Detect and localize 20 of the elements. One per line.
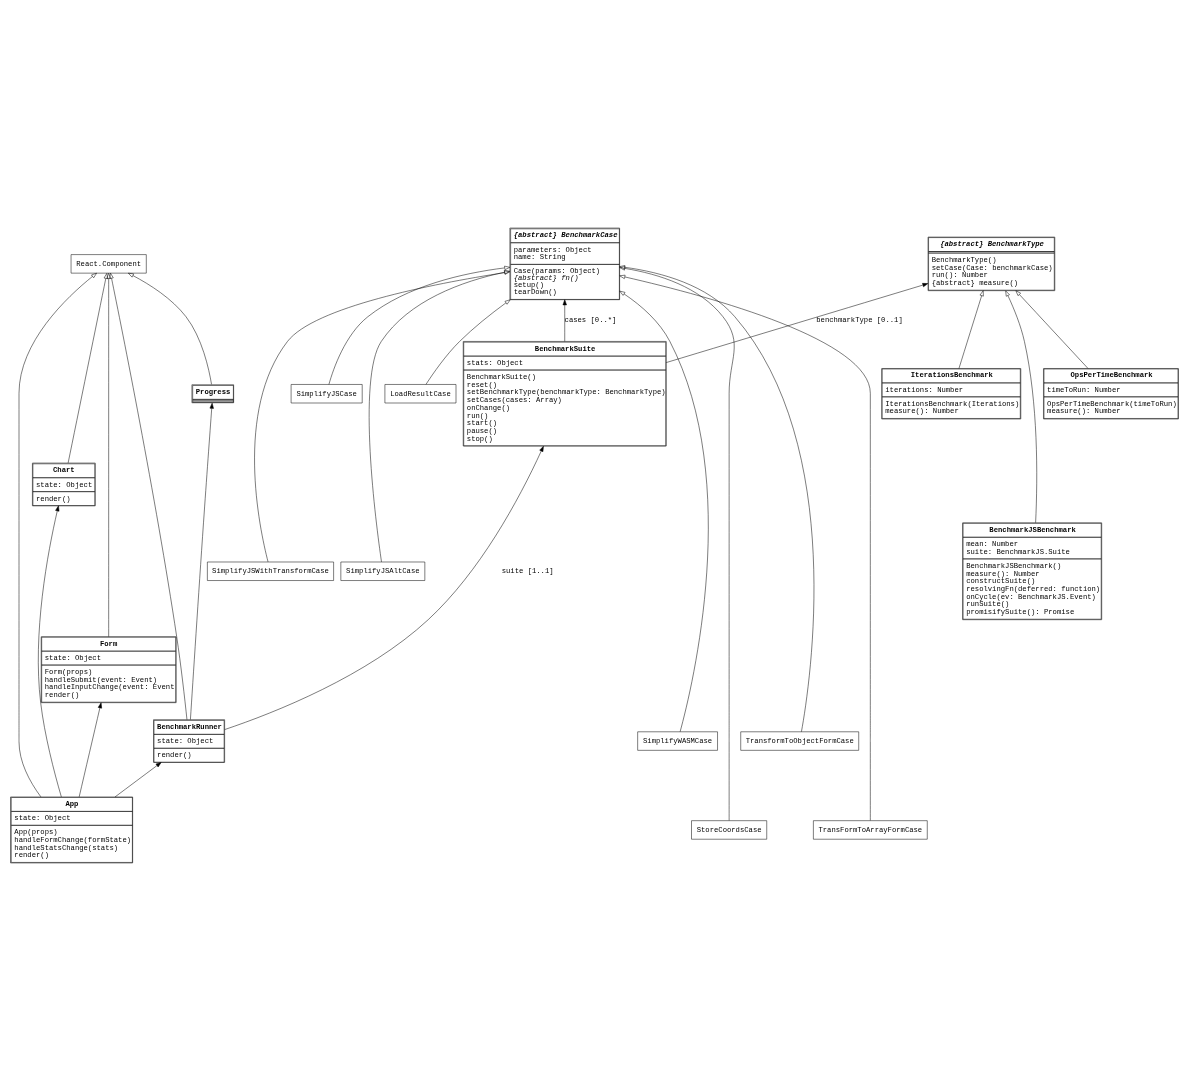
arrow xyxy=(128,272,212,385)
arrow xyxy=(1005,290,1037,523)
arrow xyxy=(106,272,111,637)
arrow xyxy=(562,299,567,342)
arrow xyxy=(190,402,214,720)
arrow xyxy=(958,289,984,369)
arrow xyxy=(224,445,544,730)
arrow xyxy=(78,702,102,797)
arrow xyxy=(619,264,815,732)
arrow xyxy=(425,299,511,385)
arrow xyxy=(619,265,735,821)
arrow xyxy=(109,272,188,720)
arrow xyxy=(67,272,108,463)
arrow xyxy=(619,274,871,821)
arrow xyxy=(1015,289,1089,369)
arrow xyxy=(619,290,709,732)
arrow xyxy=(18,272,97,797)
arrow xyxy=(666,282,929,363)
arrow xyxy=(38,505,62,797)
arrow xyxy=(114,761,162,797)
